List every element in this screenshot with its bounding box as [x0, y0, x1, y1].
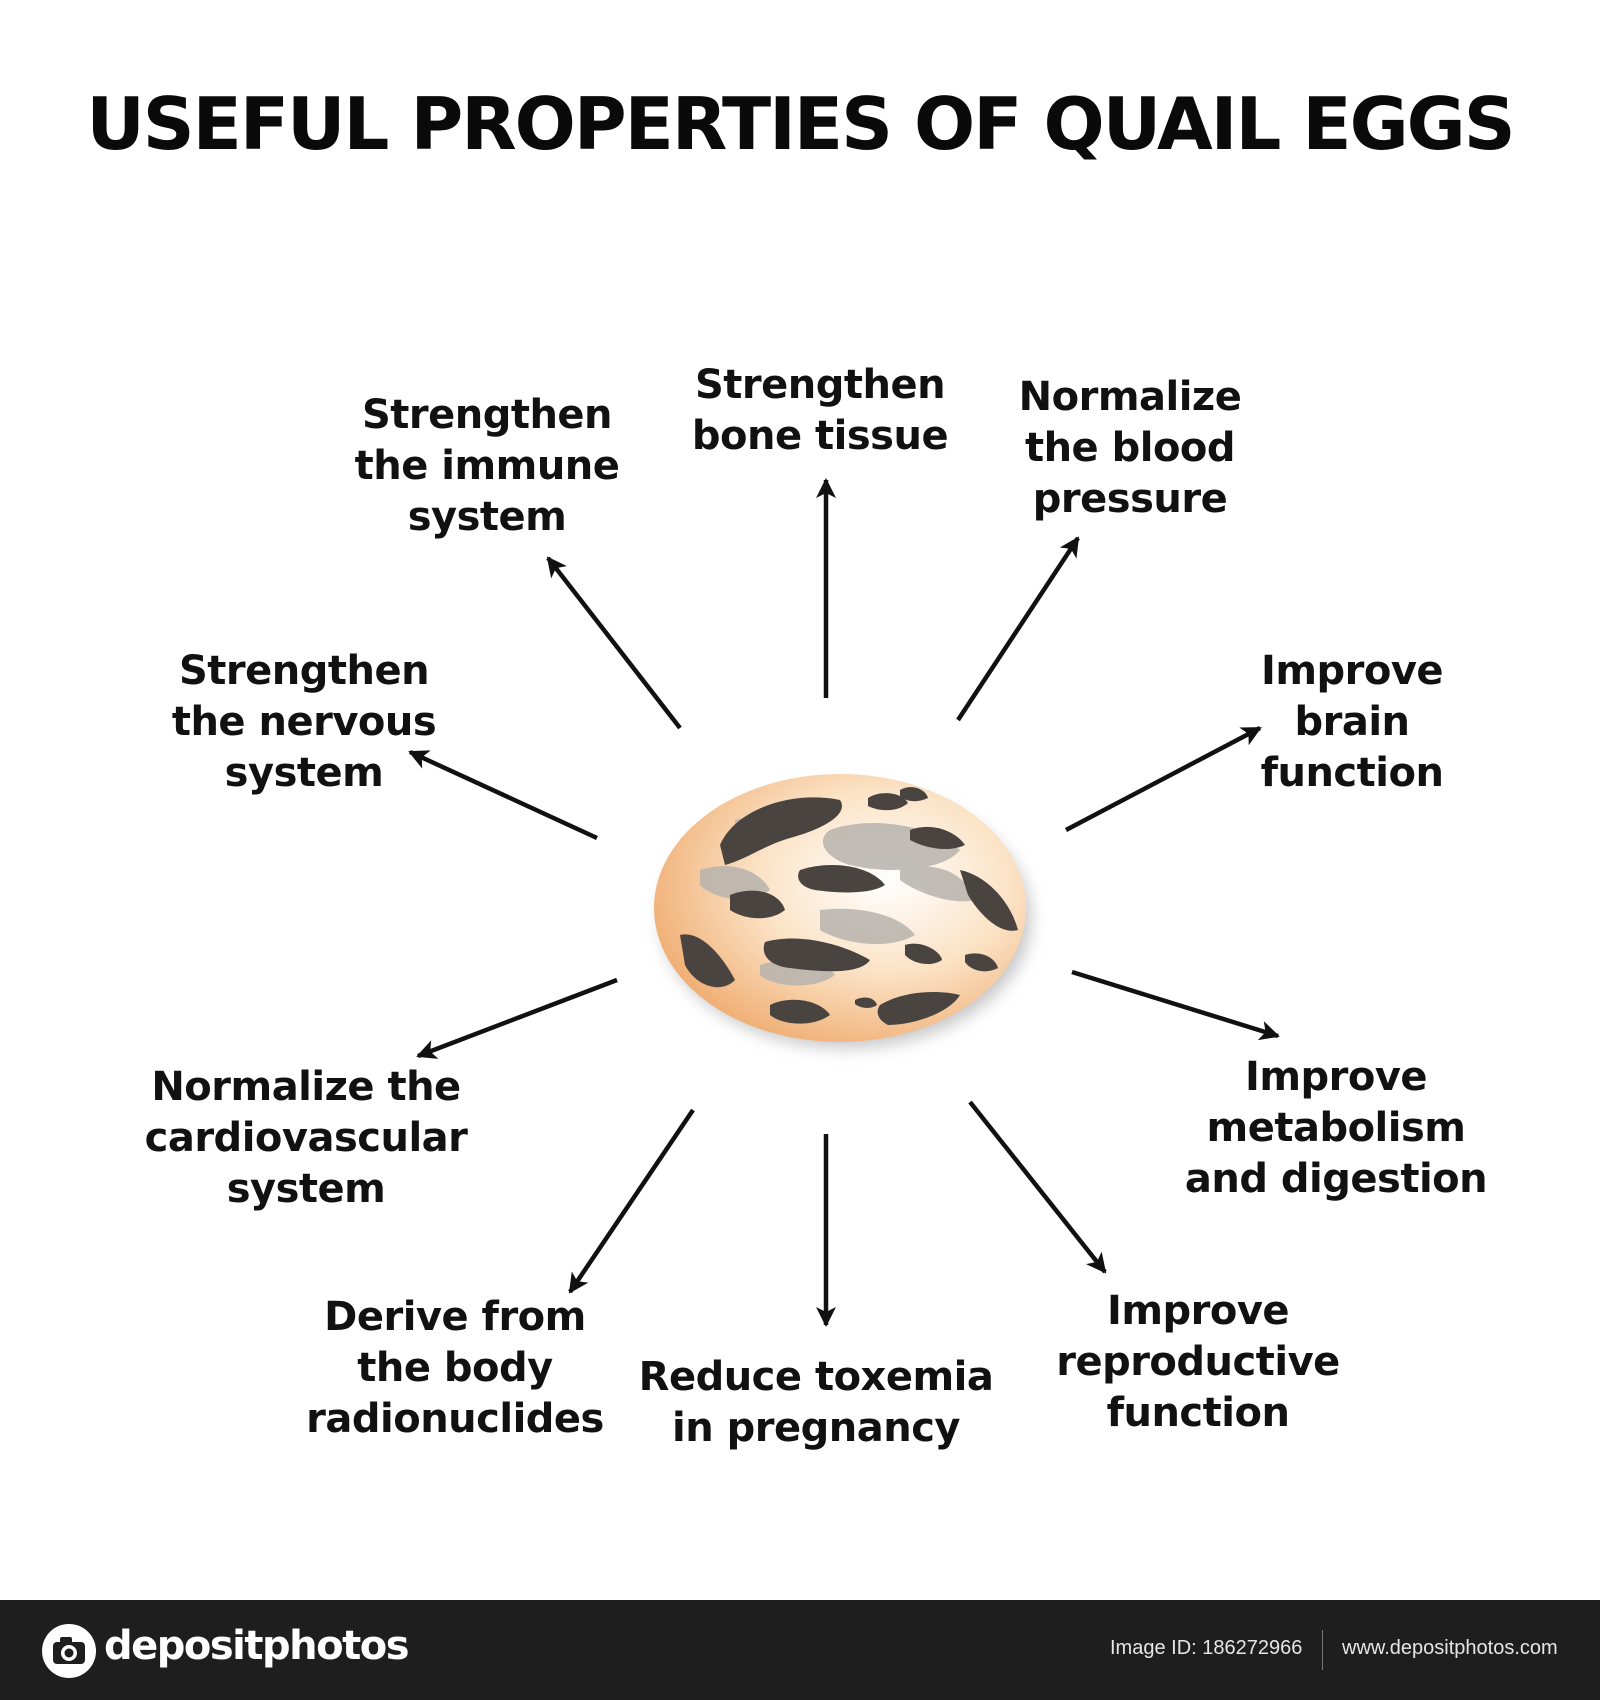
image-id: Image ID: 186272966 — [1110, 1637, 1303, 1659]
page-title: USEFUL PROPERTIES OF QUAIL EGGS — [86, 82, 1515, 166]
label-line: reproductive — [1056, 1339, 1340, 1385]
label-line: the immune — [354, 443, 620, 489]
label-line: bone tissue — [691, 413, 949, 459]
quail-egg-illustration — [654, 774, 1031, 1048]
label-line: Reduce toxemia — [638, 1354, 994, 1400]
label-line: and digestion — [1184, 1156, 1488, 1202]
footer-divider — [1322, 1630, 1323, 1670]
label-line: system — [407, 494, 567, 540]
label-line: the nervous — [171, 699, 437, 745]
label-line: Normalize the — [151, 1064, 461, 1110]
label-line: system — [224, 750, 384, 796]
arrow-cardiovascular — [416, 977, 618, 1059]
label-toxemia: Reduce toxemia in pregnancy — [639, 1352, 994, 1454]
arrow-metabolism — [1071, 969, 1280, 1041]
label-brain: Improve brain function — [1261, 646, 1444, 799]
label-line: Improve — [1106, 1288, 1290, 1334]
label-cardiovascular: Normalize the cardiovascular system — [145, 1062, 468, 1215]
footer-bar: depositphotos Image ID: 186272966 www.de… — [0, 1600, 1600, 1700]
arrow-nervous — [408, 749, 598, 841]
label-blood-pressure: Normalize the blood pressure — [1019, 372, 1242, 525]
arrow-reproductive — [968, 1100, 1107, 1274]
website-link[interactable]: www.depositphotos.com — [1342, 1637, 1558, 1659]
label-reproductive: Improve reproductive function — [1056, 1286, 1340, 1439]
label-immune: Strengthen the immune system — [355, 390, 620, 543]
label-radionuclides: Derive from the body radionuclides — [306, 1292, 604, 1445]
label-line: brain — [1294, 699, 1410, 745]
arrow-blood-pressure — [956, 536, 1080, 722]
label-line: in pregnancy — [672, 1405, 960, 1451]
label-line: Strengthen — [361, 392, 613, 438]
label-line: Strengthen — [178, 648, 430, 694]
label-line: Improve — [1244, 1054, 1428, 1100]
label-line: metabolism — [1206, 1105, 1466, 1151]
label-line: the body — [357, 1345, 553, 1391]
arrow-brain — [1064, 726, 1262, 832]
label-line: cardiovascular — [144, 1115, 468, 1161]
arrow-immune — [546, 556, 682, 730]
camera-icon — [42, 1624, 96, 1678]
label-line: function — [1106, 1390, 1290, 1436]
label-line: Derive from — [324, 1294, 586, 1340]
label-line: Normalize — [1018, 374, 1242, 420]
label-bone: Strengthen bone tissue — [691, 360, 949, 462]
label-metabolism: Improve metabolism and digestion — [1184, 1052, 1488, 1205]
label-line: function — [1260, 750, 1444, 796]
label-line: radionuclides — [306, 1396, 604, 1442]
arrow-radionuclides — [568, 1108, 695, 1294]
logo-text[interactable]: depositphotos — [104, 1623, 410, 1669]
label-line: Strengthen — [694, 362, 946, 408]
label-line: system — [226, 1166, 386, 1212]
label-nervous: Strengthen the nervous system — [171, 646, 437, 799]
label-line: pressure — [1032, 476, 1228, 522]
label-line: the blood — [1024, 425, 1236, 471]
arrows-group — [408, 478, 1280, 1327]
label-line: Improve — [1260, 648, 1444, 694]
